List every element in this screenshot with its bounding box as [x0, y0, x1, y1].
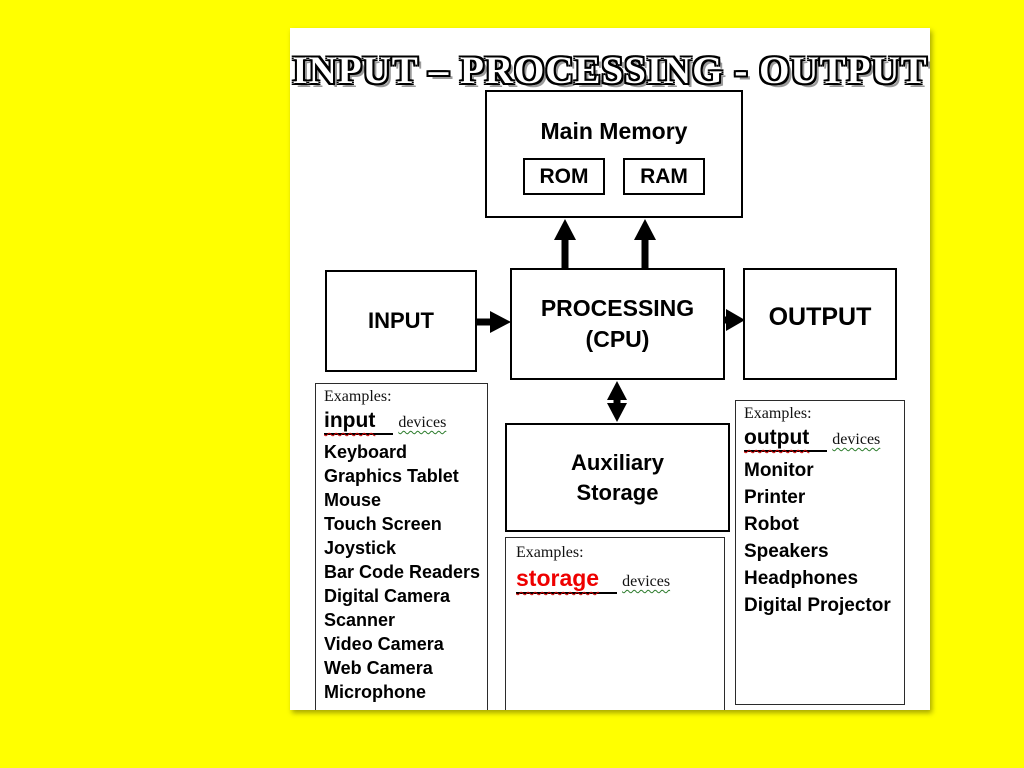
output-keyword-underline: output [744, 426, 828, 452]
output-examples-heading: Examples: [744, 405, 812, 422]
output-device-item: Robot [744, 514, 799, 535]
output-label: OUTPUT [768, 302, 872, 331]
input-device-item: Touch Screen [324, 514, 442, 534]
input-keyword: input [324, 409, 376, 432]
rom-box: ROM [523, 158, 605, 195]
storage-examples-heading: Examples: [516, 544, 584, 561]
input-keyword-underline: input [324, 409, 394, 435]
presentation-slide: INPUT – PROCESSING - OUTPUT [290, 28, 930, 710]
arrow-processing-to-memory-left [554, 219, 576, 270]
input-device-item: Microphone [324, 682, 426, 702]
processing-label-line2: (CPU) [585, 326, 650, 352]
main-memory-box: Main Memory ROM RAM [485, 90, 743, 218]
input-examples-heading: Examples: [324, 388, 392, 405]
input-device-item: Keyboard [324, 442, 408, 462]
input-device-item: Mouse [324, 490, 382, 510]
arrow-processing-auxstorage-bidirectional [607, 381, 627, 422]
processing-label-line1: PROCESSING [540, 295, 695, 321]
input-devices-list: Keyboard Graphics Tablet Mouse Touch Scr… [324, 440, 481, 704]
input-device-item: Digital Camera [324, 586, 451, 606]
storage-keyword-underline: storage [516, 565, 618, 594]
main-memory-label: Main Memory [540, 118, 688, 144]
input-device-item: Bar Code Readers [324, 562, 481, 582]
arrow-processing-to-memory-right [634, 219, 656, 270]
storage-keyword: storage [516, 565, 600, 591]
input-label: INPUT [368, 308, 434, 333]
input-device-item: Video Camera [324, 634, 444, 654]
output-examples-box: Examples: output devices Monitor Printer … [735, 400, 905, 705]
input-devices-caption: input devices [324, 409, 479, 435]
input-devices-word: devices [398, 414, 447, 431]
memory-chips-row: ROM RAM [523, 158, 705, 195]
storage-devices-caption: storage devices [516, 565, 714, 594]
output-devices-list: Monitor Printer Robot Speakers Headphone… [744, 457, 896, 619]
input-box: INPUT [325, 270, 477, 372]
output-device-item: Printer [744, 487, 806, 508]
slide-title: INPUT – PROCESSING - OUTPUT [292, 49, 928, 92]
output-device-item: Monitor [744, 460, 814, 481]
output-device-item: Headphones [744, 568, 859, 589]
output-box: OUTPUT [743, 268, 897, 380]
input-device-item: Web Camera [324, 658, 433, 678]
ram-box: RAM [623, 158, 705, 195]
output-device-item: Digital Projector [744, 595, 891, 616]
auxiliary-label-line2: Storage [576, 479, 659, 505]
storage-examples-box: Examples: storage devices [505, 537, 725, 710]
auxiliary-label-line1: Auxiliary [571, 449, 664, 475]
input-device-item: Joystick [324, 538, 397, 558]
output-devices-word: devices [832, 431, 881, 448]
output-keyword: output [744, 426, 810, 449]
input-device-item: Graphics Tablet [324, 466, 459, 486]
input-device-item: Scanner [324, 610, 396, 630]
processing-box: PROCESSING (CPU) [510, 268, 725, 380]
output-device-item: Speakers [744, 541, 829, 562]
storage-devices-word: devices [622, 573, 671, 590]
output-devices-caption: output devices [744, 426, 896, 452]
auxiliary-storage-box: Auxiliary Storage [505, 423, 730, 532]
input-examples-box: Examples: input devices Keyboard Graphics… [315, 383, 488, 710]
